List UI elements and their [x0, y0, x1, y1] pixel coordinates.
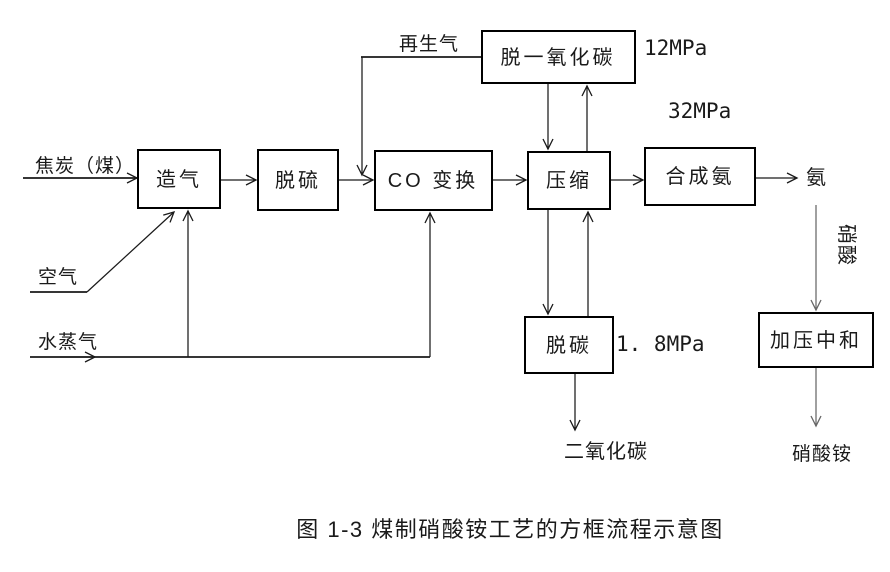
label-ammonia: 氨: [806, 166, 827, 189]
label-pressure-1-8mpa: 1. 8MPa: [616, 332, 705, 356]
box-decarbonization-frame: [524, 316, 614, 374]
box-decarbonization-label: 脱碳: [546, 334, 592, 357]
figure-caption: 图 1-3 煤制硝酸铵工艺的方框流程示意图: [296, 517, 724, 542]
box-desulfurization-label: 脱硫: [275, 169, 321, 192]
label-nitric-acid: 硝酸: [835, 224, 858, 266]
pressure-labels: 12MPa 32MPa 1. 8MPa: [616, 36, 731, 356]
label-steam: 水蒸气: [38, 331, 98, 353]
box-ammonia-synthesis: 合成氨: [644, 147, 756, 206]
box-ammonia-synthesis-label: 合成氨: [666, 165, 735, 188]
box-co-removal-frame: [481, 30, 636, 84]
label-pressure-32mpa: 32MPa: [668, 99, 731, 123]
box-gasification-frame: [137, 149, 221, 209]
box-pressurized-neutralization-label: 加压中和: [770, 329, 862, 352]
box-co-shift: CO 变换: [374, 150, 493, 211]
box-co-shift-frame: [374, 150, 493, 211]
label-ammonium-nitrate: 硝酸铵: [792, 443, 852, 465]
label-carbon-dioxide: 二氧化碳: [564, 440, 648, 463]
box-desulfurization: 脱硫: [257, 149, 339, 211]
label-coke-coal: 焦炭（煤）: [35, 155, 135, 177]
box-co-shift-label: CO 变换: [388, 169, 479, 192]
box-decarbonization: 脱碳: [524, 316, 614, 374]
label-air: 空气: [38, 266, 78, 288]
box-compression-label: 压缩: [546, 169, 592, 192]
box-pressurized-neutralization-frame: [758, 312, 874, 368]
line-air-to-gasification: [86, 211, 176, 293]
label-pressure-12mpa: 12MPa: [644, 36, 707, 60]
label-regeneration-gas: 再生气: [399, 33, 459, 55]
process-connectors: [220, 172, 799, 186]
box-gasification: 造气: [137, 149, 221, 209]
box-ammonia-synthesis-frame: [644, 147, 756, 206]
feed-lines: [23, 172, 436, 363]
box-compression-frame: [527, 151, 611, 210]
box-co-removal: 脱一氧化碳: [481, 30, 636, 84]
box-gasification-label: 造气: [156, 168, 202, 191]
box-co-removal-label: 脱一氧化碳: [501, 46, 616, 69]
vertical-connectors: [356, 56, 822, 432]
box-desulfurization-frame: [257, 149, 339, 211]
box-pressurized-neutralization: 加压中和: [758, 312, 874, 368]
stream-labels: 焦炭（煤） 空气 水蒸气 再生气 氨 硝酸 二氧化碳 硝酸铵: [35, 33, 858, 465]
box-compression: 压缩: [527, 151, 611, 210]
